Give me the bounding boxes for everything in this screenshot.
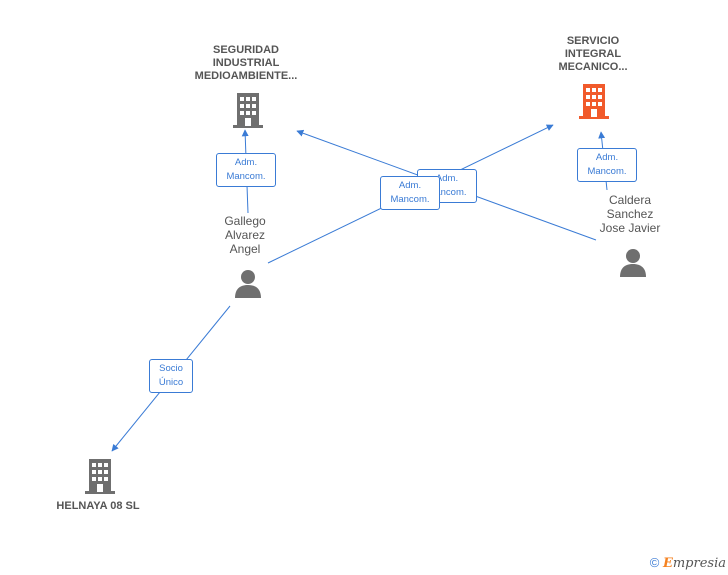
footer-brand[interactable]: © Empresia bbox=[650, 555, 726, 571]
person-icon[interactable] bbox=[233, 269, 263, 298]
brand-logo-e: E bbox=[662, 556, 673, 571]
node-label-helnaya: HELNAYA 08 SL bbox=[56, 500, 140, 512]
building-icon[interactable] bbox=[579, 84, 609, 119]
edge-label-gallego-helnaya[interactable]: Socio Único bbox=[149, 359, 193, 393]
copyright-symbol: © bbox=[649, 555, 660, 570]
person-icon[interactable] bbox=[618, 248, 648, 277]
node-label-caldera: Caldera Sanchez Jose Javier bbox=[599, 193, 661, 235]
node-label-gallego: Gallego Alvarez Angel bbox=[224, 214, 266, 256]
edge-label-caldera-servicio[interactable]: Adm. Mancom. bbox=[577, 148, 637, 182]
building-icon[interactable] bbox=[233, 93, 263, 128]
edge-label-gallego-seguridad[interactable]: Adm. Mancom. bbox=[216, 153, 276, 187]
edge-label-gallego-servicio[interactable]: Adm. Mancom. bbox=[380, 176, 440, 210]
brand-logo: Empresia bbox=[663, 556, 726, 571]
node-label-seguridad: SEGURIDAD INDUSTRIAL MEDIOAMBIENTE... bbox=[194, 44, 298, 82]
brand-logo-rest: mpresia bbox=[672, 556, 726, 571]
building-icon[interactable] bbox=[85, 459, 115, 494]
node-label-servicio: SERVICIO INTEGRAL MECANICO... bbox=[558, 35, 628, 73]
